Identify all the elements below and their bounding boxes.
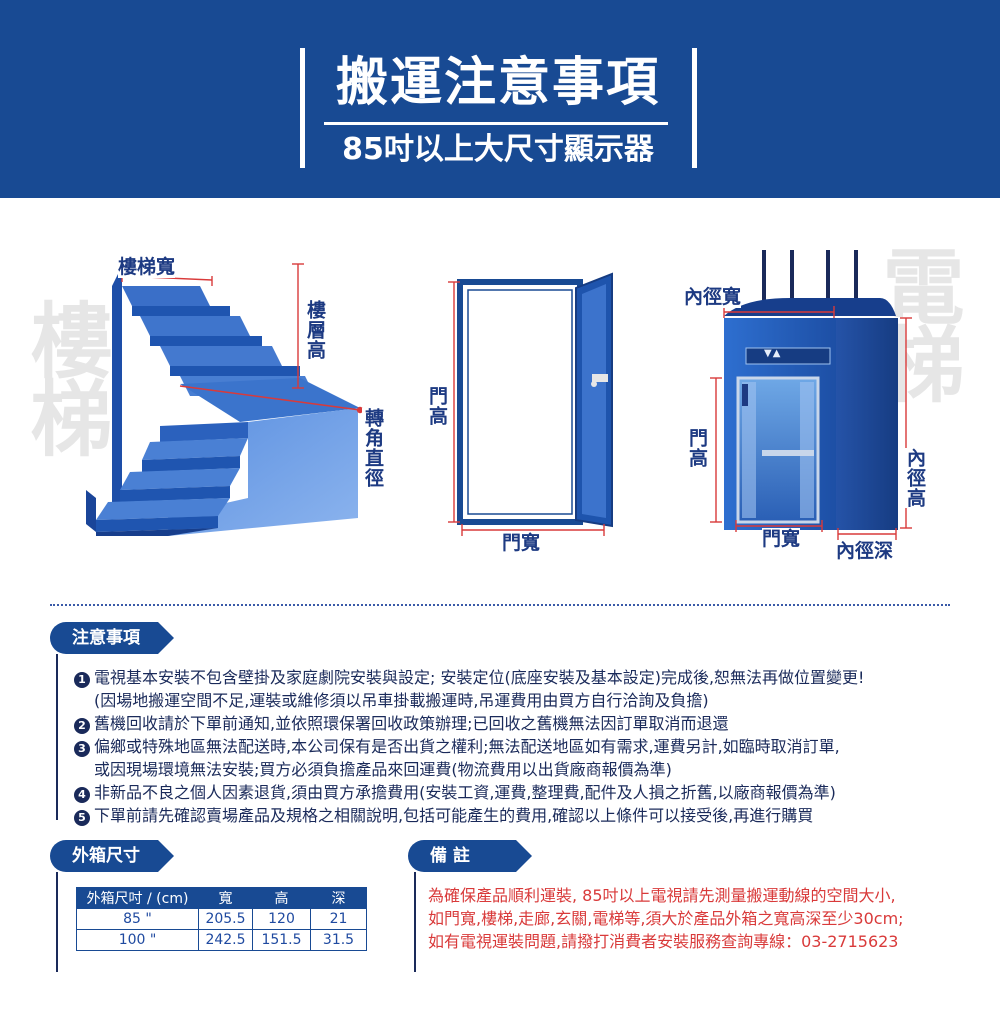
note-text: 偏鄉或特殊地區無法配送時,本公司保有是否出貨之權利;無法配送地區如有需求,運費另…: [94, 737, 840, 756]
note-continuation: (因場地搬運空間不足,運裝或維修須以吊車掛載搬運時,吊運費用由買方自行洽詢及負擔…: [94, 691, 709, 710]
table-cell: 21: [310, 908, 367, 930]
header-banner: 搬運注意事項 85吋以上大尺寸顯示器: [0, 0, 1000, 198]
elevator-illustration: [724, 250, 898, 530]
table-cell: 85 ": [76, 908, 199, 930]
table-header: 高: [252, 887, 311, 909]
note-text: 非新品不良之個人因素退貨,須由買方承擔費用(安裝工資,運費,整理費,配件及人損之…: [94, 783, 836, 802]
door-height-label: 門高: [426, 386, 448, 426]
note-continuation: 或因現場環境無法安裝;買方必須負擔產品來回運費(物流費用以出貨廠商報價為準): [94, 760, 672, 779]
table-cell: 31.5: [310, 929, 367, 951]
title-right-bar: [692, 48, 697, 168]
floor-height-label: 樓層高: [304, 300, 326, 360]
elevator-indicator: ▼▲: [764, 348, 782, 359]
title-divider: [324, 122, 668, 125]
table-cell: 205.5: [198, 908, 253, 930]
note-number: 5: [74, 810, 90, 826]
note-text: 電視基本安裝不包含壁掛及家庭劇院安裝與設定; 安裝定位(底座安裝及基本設定)完成…: [94, 668, 865, 687]
table-header-row: 外箱尺吋 / (cm) 寬 高 深: [76, 887, 367, 909]
diagram-drawings: [86, 250, 912, 540]
remark-line: 如有電視運裝問題,請撥打消費者安裝服務查詢專線：03-2715623: [428, 932, 899, 951]
box-size-tag: 外箱尺寸: [50, 840, 174, 872]
remarks-guide-line: [414, 872, 416, 972]
measurement-diagrams: 樓梯 門 電梯: [0, 198, 1000, 598]
table-header: 深: [310, 887, 367, 909]
door-dimension-lines: [448, 281, 605, 536]
inner-width-label: 內徑寬: [684, 286, 742, 308]
section-divider: [50, 604, 950, 606]
remark-line: 為確保產品順利運裝, 85吋以上電視請先測量搬運動線的空間大小,: [428, 886, 896, 905]
notes-guide-line: [56, 654, 58, 820]
inner-height-label: 內徑高: [904, 448, 926, 508]
remarks-tag: 備 註: [408, 840, 532, 872]
note-text: 舊機回收請於下單前通知,並依照環保署回收政策辦理;已回收之舊機無法因訂單取消而退…: [94, 714, 729, 733]
stairs-watermark: 樓梯: [16, 298, 111, 454]
note-text: 下單前請先確認賣場產品及規格之相關說明,包括可能產生的費用,確認以上條件可以接受…: [94, 806, 814, 825]
door-illustration: [457, 272, 613, 528]
door-width-label: 門寬: [502, 532, 541, 554]
note-number: 4: [74, 787, 90, 803]
elevator-door-width-label: 門寬: [762, 528, 801, 550]
corner-diameter-label: 轉角直徑: [362, 408, 384, 488]
table-header: 外箱尺吋 / (cm): [76, 887, 199, 909]
inner-depth-label: 內徑深: [836, 540, 894, 562]
table-header: 寬: [198, 887, 253, 909]
remark-line: 如門寬,樓梯,走廊,玄關,電梯等,須大於產品外箱之寬高深至少30cm;: [428, 909, 904, 928]
table-cell: 242.5: [198, 929, 253, 951]
table-cell: 100 ": [76, 929, 199, 951]
table-row: 100 " 242.5 151.5 31.5: [76, 929, 367, 951]
notes-tag: 注意事項: [50, 622, 174, 654]
table-row: 85 " 205.5 120 21: [76, 908, 367, 930]
table-cell: 151.5: [252, 929, 311, 951]
note-number: 3: [74, 741, 90, 757]
stairs-illustration: [86, 266, 360, 536]
note-number: 2: [74, 718, 90, 734]
box-size-table: 外箱尺吋 / (cm) 寬 高 深 85 " 205.5 120 21 100 …: [76, 887, 367, 951]
page-title: 搬運注意事項: [335, 53, 660, 113]
page-subtitle: 85吋以上大尺寸顯示器: [342, 132, 654, 167]
note-number: 1: [74, 672, 90, 688]
elevator-door-height-label: 門高: [686, 428, 708, 468]
title-left-bar: [300, 48, 305, 168]
box-size-guide-line: [56, 872, 58, 972]
remarks-text: 為確保產品順利運裝, 85吋以上電視請先測量搬運動線的空間大小, 如門寬,樓梯,…: [428, 884, 968, 953]
table-cell: 120: [252, 908, 311, 930]
stairs-width-label: 樓梯寬: [118, 256, 176, 278]
